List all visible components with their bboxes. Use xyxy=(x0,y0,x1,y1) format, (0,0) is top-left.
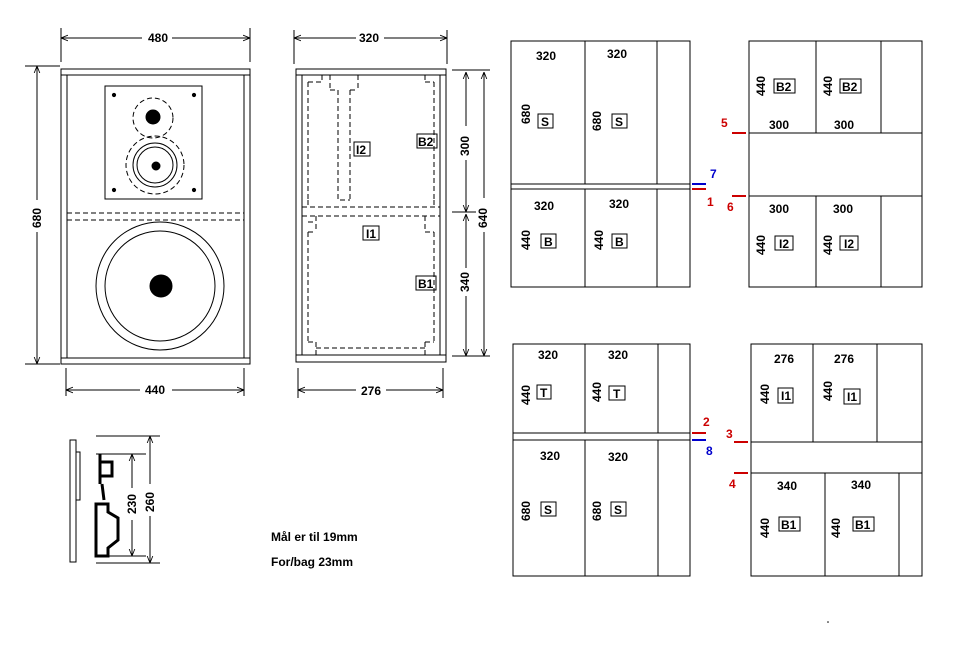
s2-p3-tag: I2 xyxy=(779,237,789,251)
cutting-sheet-1 xyxy=(510,40,706,288)
side-tag-i2: I2 xyxy=(356,143,366,157)
s2-p4-height: 440 xyxy=(821,235,835,255)
side-view: I2 B2 I1 B1 320 276 300 340 640 xyxy=(293,30,490,398)
s1-p3-tag: B xyxy=(544,235,553,249)
s4-cut-marker-bottom: 4 xyxy=(729,477,736,491)
s4-p3-width: 340 xyxy=(777,479,797,493)
s4-p2-width: 276 xyxy=(834,352,854,366)
side-tag-b1: B1 xyxy=(418,277,434,291)
s2-p1-height: 440 xyxy=(754,76,768,96)
s1-p4-width: 320 xyxy=(609,197,629,211)
s3-p3-tag: S xyxy=(544,503,552,517)
s3-p4-width: 320 xyxy=(608,450,628,464)
s3-p4-tag: S xyxy=(614,503,622,517)
driver-dim-outer-label: 260 xyxy=(143,492,157,512)
s3-p3-height: 680 xyxy=(519,501,533,521)
stray-dot xyxy=(827,621,829,623)
s3-p1-width: 320 xyxy=(538,348,558,362)
s3-p2-height: 440 xyxy=(590,382,604,402)
s4-p3-height: 440 xyxy=(758,518,772,538)
s1-p2-height: 680 xyxy=(590,111,604,131)
s2-p2-tag: B2 xyxy=(842,80,858,94)
side-height-upper-label: 300 xyxy=(458,136,472,156)
s1-p4-tag: B xyxy=(615,235,624,249)
s4-p4-height: 440 xyxy=(829,518,843,538)
s3-p2-tag: T xyxy=(613,387,621,401)
s4-cut-marker-top: 3 xyxy=(726,427,733,441)
s1-p3-width: 320 xyxy=(534,199,554,213)
s1-p2-tag: S xyxy=(615,115,623,129)
s2-p1-width: 300 xyxy=(769,118,789,132)
s2-p1-tag: B2 xyxy=(776,80,792,94)
s1-cut-marker-top: 7 xyxy=(710,167,717,181)
s3-p3-width: 320 xyxy=(540,449,560,463)
s4-p1-height: 440 xyxy=(758,384,772,404)
cutting-sheet-3 xyxy=(512,343,706,577)
s3-cut-marker-bottom: 8 xyxy=(706,444,713,458)
s4-p4-tag: B1 xyxy=(855,518,871,532)
side-tag-b2: B2 xyxy=(418,135,434,149)
s2-p2-height: 440 xyxy=(821,76,835,96)
s4-p2-tag: I1 xyxy=(847,390,857,404)
side-width-top-label: 320 xyxy=(359,31,379,45)
driver-profile-view: 230 260 xyxy=(69,435,160,564)
side-height-total-label: 640 xyxy=(476,208,490,228)
s2-p4-tag: I2 xyxy=(844,237,854,251)
sheet-2-labels: 440 B2 300 440 B2 300 300 440 I2 300 440… xyxy=(721,76,858,255)
s3-p1-tag: T xyxy=(540,386,548,400)
s1-p1-width: 320 xyxy=(536,49,556,63)
front-height-label: 680 xyxy=(30,208,44,228)
s2-cut-marker-top: 5 xyxy=(721,116,728,130)
s4-p2-height: 440 xyxy=(821,381,835,401)
s3-p2-width: 320 xyxy=(608,348,628,362)
s2-p3-height: 440 xyxy=(754,235,768,255)
s4-p4-width: 340 xyxy=(851,478,871,492)
cutting-sheet-2 xyxy=(732,40,923,288)
s3-cut-marker-top: 2 xyxy=(703,415,710,429)
note-thickness: Mål er til 19mm xyxy=(271,530,358,544)
side-width-bottom-label: 276 xyxy=(361,384,381,398)
s1-p1-tag: S xyxy=(541,115,549,129)
sheet-3-labels: 320 440 T 320 440 T 320 680 S 320 680 S … xyxy=(519,348,713,521)
s2-p2-width: 300 xyxy=(834,118,854,132)
side-height-lower-label: 340 xyxy=(458,272,472,292)
s2-p4-width: 300 xyxy=(833,202,853,216)
s1-p3-height: 440 xyxy=(519,230,533,250)
front-width-top-label: 480 xyxy=(148,31,168,45)
cutting-sheet-4 xyxy=(734,343,923,577)
s3-p1-height: 440 xyxy=(519,385,533,405)
s3-p4-height: 680 xyxy=(590,501,604,521)
s2-cut-marker-bottom: 6 xyxy=(727,200,734,214)
sheet-1-labels: 320 680 S 320 680 S 320 440 B 320 440 B … xyxy=(519,47,717,250)
note-front-back: For/bag 23mm xyxy=(271,555,353,569)
s1-cut-marker-bottom: 1 xyxy=(707,195,714,209)
sheet-4-labels: 276 440 I1 276 440 I1 340 440 B1 340 440… xyxy=(726,352,871,538)
s2-p3-width: 300 xyxy=(769,202,789,216)
front-view: 480 440 680 xyxy=(25,28,251,397)
s1-p1-height: 680 xyxy=(519,104,533,124)
s1-p4-height: 440 xyxy=(592,230,606,250)
driver-dim-inner-label: 230 xyxy=(125,494,139,514)
s4-p1-width: 276 xyxy=(774,352,794,366)
s4-p3-tag: B1 xyxy=(781,518,797,532)
side-tag-i1: I1 xyxy=(366,227,376,241)
s1-p2-width: 320 xyxy=(607,47,627,61)
s4-p1-tag: I1 xyxy=(781,389,791,403)
front-width-bottom-label: 440 xyxy=(145,383,165,397)
